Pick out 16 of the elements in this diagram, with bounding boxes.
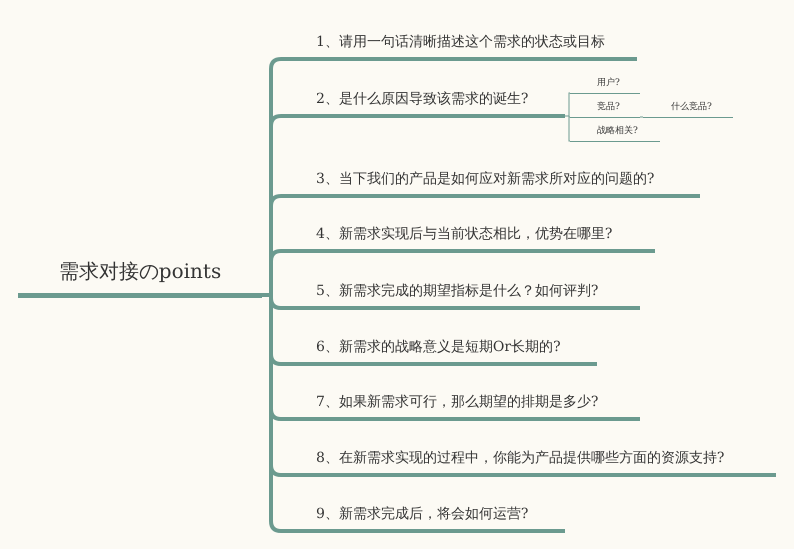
topic-label: 6、新需求的战略意义是短期Or长期的? bbox=[299, 332, 597, 366]
topic-label: 9、新需求完成后，将会如何运营? bbox=[299, 499, 565, 533]
topic-label: 1、请用一句话清晰描述这个需求的状态或目标 bbox=[299, 27, 637, 61]
topic-label: 5、新需求完成的期望指标是什么？如何评判? bbox=[299, 276, 640, 310]
topic-label: 8、在新需求实现的过程中，你能为产品提供哪些方面的资源支持? bbox=[299, 443, 776, 477]
topic-label: 7、如果新需求可行，那么期望的排期是多少? bbox=[299, 387, 640, 421]
central-topic: 需求对接のpoints bbox=[18, 258, 262, 298]
topic-label: 3、当下我们的产品是如何应对新需求所对应的问题的? bbox=[299, 164, 700, 198]
topic-label: 2、是什么原因导致该需求的诞生? bbox=[299, 84, 565, 118]
topic-label: 4、新需求实现后与当前状态相比，优势在哪里? bbox=[299, 219, 655, 253]
topic-label: 竞品? bbox=[570, 98, 640, 118]
branch-line bbox=[564, 116, 570, 142]
topic-label: 用户? bbox=[570, 74, 640, 94]
branch-line bbox=[640, 116, 644, 118]
topic-label: 什么竞品? bbox=[643, 98, 733, 118]
topic-label: 战略相关? bbox=[570, 122, 660, 142]
